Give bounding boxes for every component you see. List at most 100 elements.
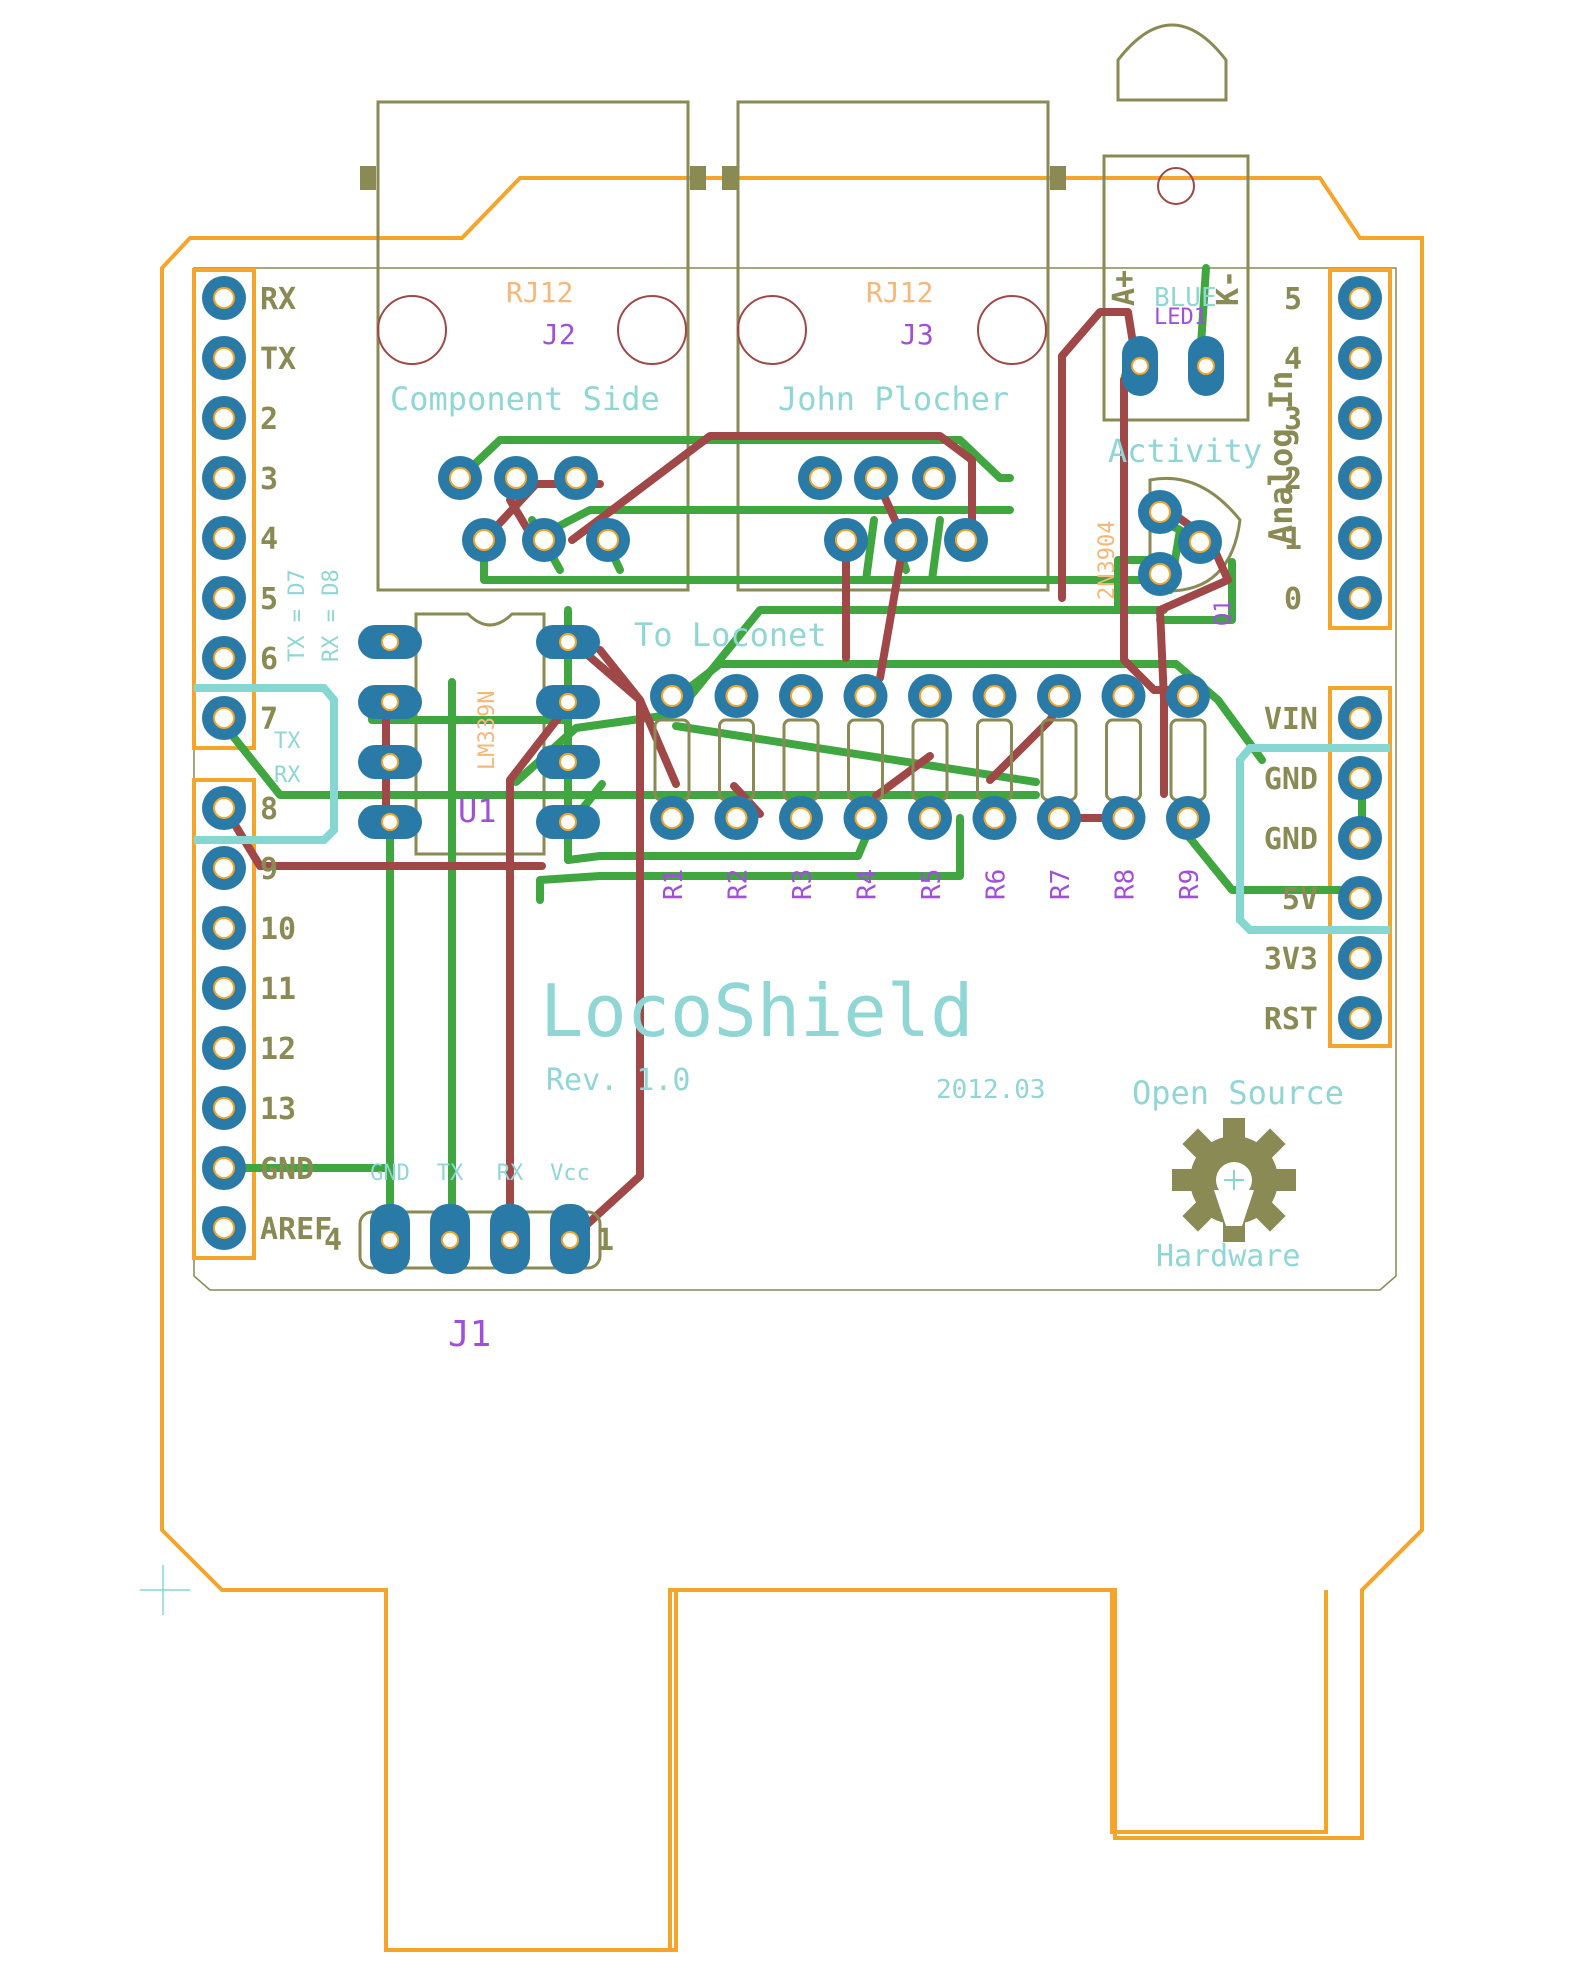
j3-pad-5-hole bbox=[895, 529, 917, 551]
led1-name: LED1 bbox=[1154, 305, 1207, 330]
header-pin-gnd-hole bbox=[213, 1157, 235, 1179]
q1-outline bbox=[1148, 476, 1242, 593]
j1-num-right: 1 bbox=[596, 1223, 614, 1258]
power-pin-gnd-hole bbox=[1349, 767, 1371, 789]
power-label-vin: VIN bbox=[1264, 702, 1318, 737]
shield-outline bbox=[193, 267, 1397, 1291]
power-pin-gnd-hole bbox=[1349, 827, 1371, 849]
header-label-5: 5 bbox=[260, 582, 278, 617]
led1-value: BLUE bbox=[1154, 283, 1217, 313]
labels-layer: RXTX2345678910111213GNDAREF543210VINGNDG… bbox=[260, 282, 1318, 1247]
power-label-3v3: 3V3 bbox=[1264, 942, 1318, 977]
header-label-2: 2 bbox=[260, 402, 278, 437]
tx-note: TX = D7 bbox=[285, 569, 310, 662]
digital-header-outline-b bbox=[192, 778, 256, 1260]
resistor-r3-pad-top-hole bbox=[790, 685, 812, 707]
power-label-gnd: GND bbox=[1264, 762, 1318, 797]
led1-anode: A+ bbox=[1107, 270, 1142, 306]
header-pin-12-hole bbox=[213, 1037, 235, 1059]
to-loconet-label: To Loconet bbox=[634, 616, 827, 654]
j1-label-vcc: Vcc bbox=[550, 1161, 590, 1186]
resistor-r8-pad-bottom-hole bbox=[1112, 807, 1135, 829]
digital-header-outline-a bbox=[192, 268, 256, 750]
u1-pad-3-hole bbox=[381, 753, 399, 771]
resistor-body-r1 bbox=[653, 718, 691, 802]
u1-pad-6-hole bbox=[559, 753, 577, 771]
power-pin-3v3-hole bbox=[1349, 947, 1371, 969]
u1-value: LM339N bbox=[475, 691, 500, 770]
resistor-label-r3: R3 bbox=[788, 869, 818, 900]
j1-pad-gnd-hole bbox=[381, 1231, 399, 1249]
u1-name: U1 bbox=[458, 792, 497, 830]
header-pin-rx-hole bbox=[213, 287, 235, 309]
power-pin-vin-hole bbox=[1349, 707, 1371, 729]
analog-pin-3-hole bbox=[1349, 407, 1371, 429]
header-label-4: 4 bbox=[260, 522, 278, 557]
author-label: John Plocher bbox=[778, 380, 1009, 418]
header-label-6: 6 bbox=[260, 642, 278, 677]
resistor-r6-pad-top-hole bbox=[983, 685, 1006, 707]
header-pin-13-hole bbox=[213, 1097, 235, 1119]
j3-pad-1-hole bbox=[809, 467, 831, 489]
power-label-rst: RST bbox=[1264, 1002, 1318, 1037]
header-label-11: 11 bbox=[260, 972, 296, 1007]
resistor-r1-pad-bottom-hole bbox=[661, 807, 683, 829]
oshw-gear-icon bbox=[1172, 1118, 1296, 1242]
resistor-body-r7 bbox=[1040, 718, 1078, 802]
resistor-r6-pad-bottom-hole bbox=[983, 807, 1006, 829]
header-pin-7-hole bbox=[213, 707, 235, 729]
header-label-rx: RX bbox=[260, 282, 296, 317]
j2-pad-2-hole bbox=[505, 467, 527, 489]
j1-pad-vcc-hole bbox=[561, 1231, 579, 1249]
board-title: LocoShield bbox=[540, 969, 973, 1053]
analog-label-2: 2 bbox=[1284, 462, 1302, 497]
jumper-label-tx: TX bbox=[274, 729, 301, 754]
jumper-label-rx: RX bbox=[274, 763, 301, 788]
analog-pin-0-hole bbox=[1349, 587, 1371, 609]
header-label-tx: TX bbox=[260, 342, 296, 377]
resistor-label-r4: R4 bbox=[853, 869, 883, 900]
rx-note: RX = D8 bbox=[319, 569, 344, 662]
resistor-r8-pad-top-hole bbox=[1112, 685, 1135, 707]
j2-pad-6-hole bbox=[597, 529, 619, 551]
header-pin-4-hole bbox=[213, 527, 235, 549]
header-label-8: 8 bbox=[260, 792, 278, 827]
power-pin-5v-hole bbox=[1349, 887, 1371, 909]
u1-pad-7-hole bbox=[559, 693, 577, 711]
header-pin-tx-hole bbox=[213, 347, 235, 369]
resistor-label-r5: R5 bbox=[917, 869, 947, 900]
header-label-10: 10 bbox=[260, 912, 296, 947]
j1-pad-tx-hole bbox=[441, 1231, 459, 1249]
analog-pin-5-hole bbox=[1349, 287, 1371, 309]
u1-pad-8-hole bbox=[559, 633, 577, 651]
activity-label: Activity bbox=[1108, 432, 1262, 470]
u1-pad-4-hole bbox=[381, 813, 399, 831]
j3-value: RJ12 bbox=[866, 276, 933, 309]
jumper-silk-left bbox=[194, 684, 338, 844]
resistor-r1-pad-top-hole bbox=[661, 685, 683, 707]
power-jack-outline bbox=[1110, 1590, 1328, 1834]
board-revision: Rev. 1.0 bbox=[546, 1063, 691, 1098]
header-pin-11-hole bbox=[213, 977, 235, 999]
board-date: 2012.03 bbox=[936, 1075, 1046, 1105]
j3-pad-6-hole bbox=[955, 529, 977, 551]
header-label-aref: AREF bbox=[260, 1212, 332, 1247]
header-pin-aref-hole bbox=[213, 1217, 235, 1239]
q1-pad-1-hole bbox=[1149, 501, 1171, 523]
header-label-9: 9 bbox=[260, 852, 278, 887]
j3-name: J3 bbox=[900, 318, 934, 351]
header-pin-3-hole bbox=[213, 467, 235, 489]
hardware-label: Hardware bbox=[1156, 1239, 1301, 1274]
resistor-label-r1: R1 bbox=[659, 869, 689, 900]
pads-layer bbox=[202, 276, 1382, 1274]
open-source-label: Open Source bbox=[1132, 1074, 1344, 1112]
analog-label-1: 1 bbox=[1284, 522, 1302, 557]
resistor-label-r7: R7 bbox=[1046, 869, 1076, 900]
resistor-r9-pad-bottom-hole bbox=[1177, 807, 1199, 829]
j3-pad-3-hole bbox=[923, 467, 945, 489]
analog-label-5: 5 bbox=[1284, 282, 1302, 317]
resistor-body-r8 bbox=[1105, 718, 1142, 802]
header-pin-6-hole bbox=[213, 647, 235, 669]
led1-cathode: K- bbox=[1211, 270, 1246, 306]
